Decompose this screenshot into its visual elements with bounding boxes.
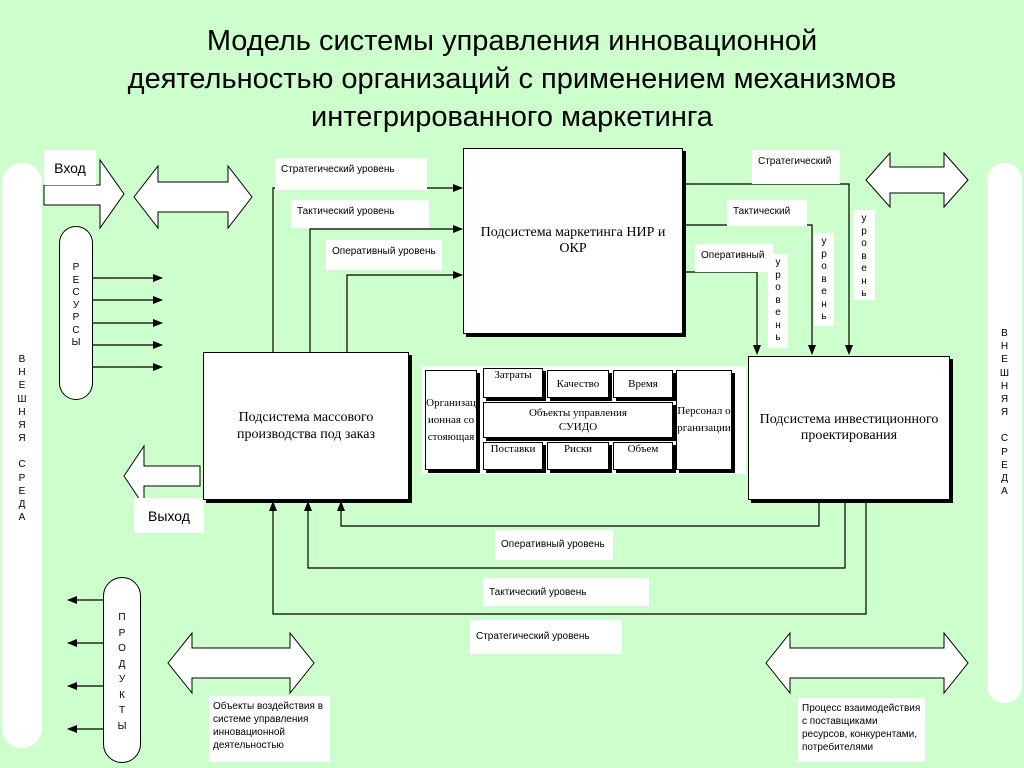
impact-objects-note: Объекты воздействия в системе управления…	[209, 696, 330, 762]
products-capsule	[103, 577, 141, 763]
input-label: Вход	[44, 150, 96, 185]
costs-box: Затраты	[483, 368, 543, 398]
quality-box: Качество	[547, 370, 609, 398]
risks-box: Риски	[547, 442, 609, 470]
tactical-level-label: Тактический уровень	[291, 200, 429, 228]
product-arrows	[67, 596, 104, 733]
investment-to-production-arrows	[269, 501, 867, 615]
double-arrow-top-right	[865, 151, 969, 209]
strategic-label: Стратегический	[752, 150, 840, 184]
operational-level-label: Оперативный уровень	[326, 240, 442, 270]
title-line-3: интегрированного маркетинга	[311, 101, 713, 133]
management-objects-box: Объекты управления СУИДО	[483, 402, 673, 438]
tactical-level-bottom-label: Тактический уровень	[483, 578, 649, 606]
double-arrow-bottom-right	[765, 631, 969, 695]
double-arrow-bottom-left	[167, 631, 315, 695]
tactical-label: Тактический	[727, 200, 807, 226]
strategic-level-label: Стратегический уровень	[275, 158, 427, 190]
personnel-box: Персонал организации	[676, 370, 732, 470]
external-env-right-bar	[987, 163, 1022, 703]
org-state-box: Организационная состояющая	[425, 370, 477, 470]
interaction-process-note: Процесс взаимодействия с поставщиками ре…	[798, 698, 925, 762]
title-line-1: Модель системы управления инновационной	[206, 25, 818, 57]
double-arrow-top-left	[133, 164, 253, 230]
supplies-box: Поставки	[483, 442, 543, 470]
investment-subsystem: Подсистема инвестиционного проектировани…	[748, 356, 950, 500]
strategic-level-bottom-label: Стратегический уровень	[470, 620, 622, 654]
operational-label: Оперативный	[695, 244, 773, 272]
external-env-left-bar	[2, 163, 42, 748]
output-label: Выход	[134, 498, 204, 533]
resource-arrows	[92, 274, 163, 371]
time-box: Время	[613, 370, 673, 398]
marketing-rnd-subsystem: Подсистема маркетинга НИР и ОКР	[463, 148, 683, 334]
title-line-2: деятельностью организаций с применением …	[127, 63, 897, 95]
mass-production-subsystem: Подсистема массового производства под за…	[203, 352, 409, 500]
input-arrow	[43, 158, 125, 230]
page-title: Модель системы управления инновационной …	[0, 22, 1024, 136]
output-arrow	[123, 444, 201, 508]
resources-capsule	[59, 226, 93, 400]
operational-level-bottom-label: Оперативный уровень	[495, 530, 613, 560]
volume-box: Объем	[613, 442, 673, 470]
